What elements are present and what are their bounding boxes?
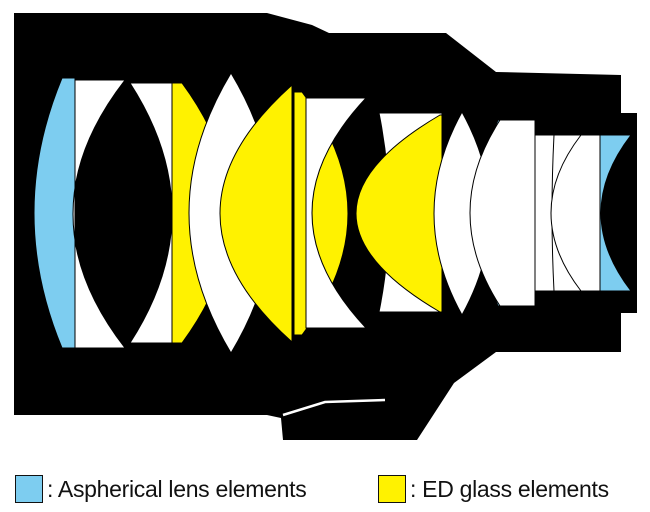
barrel-notch xyxy=(282,398,386,417)
lens-element-aspherical xyxy=(599,134,633,292)
aspherical-swatch xyxy=(15,475,43,503)
lens-element-ed-glass xyxy=(219,83,293,344)
legend-aspherical: : Aspherical lens elements xyxy=(15,472,307,506)
lens-element-standard xyxy=(305,97,368,329)
legend-ed-glass-label: : ED glass elements xyxy=(410,475,609,502)
legend-ed-glass: : ED glass elements xyxy=(378,472,609,506)
ed-glass-swatch xyxy=(378,475,406,503)
legend-aspherical-label: : Aspherical lens elements xyxy=(47,475,307,502)
lens-element-standard xyxy=(72,79,127,349)
